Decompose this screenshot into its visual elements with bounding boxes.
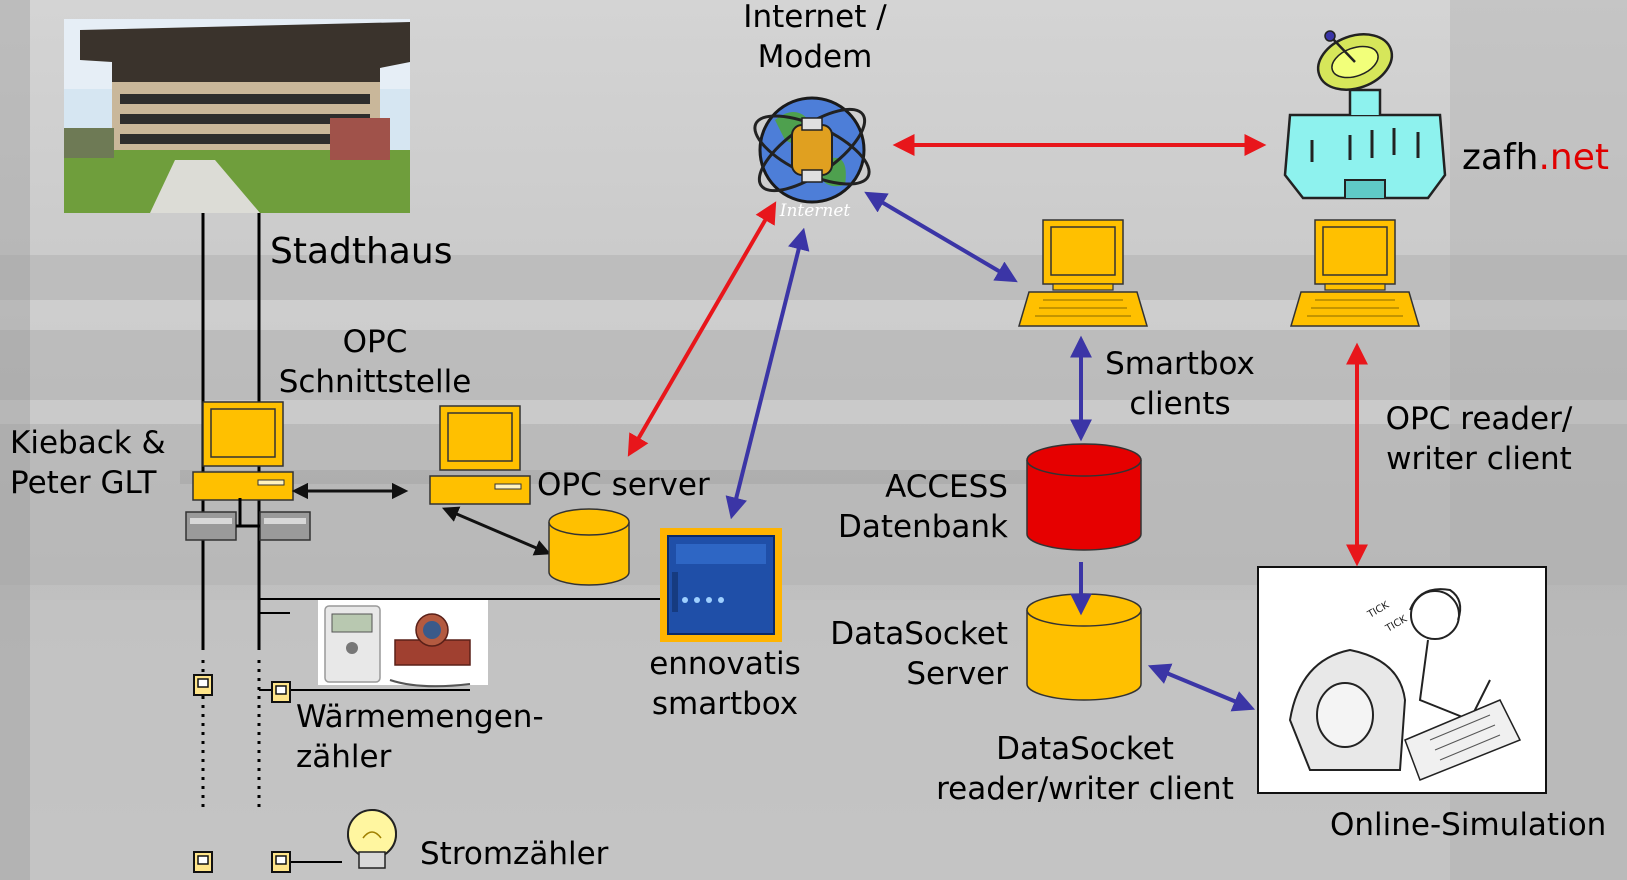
smartbox-clients-label: Smartbox clients bbox=[1105, 346, 1255, 422]
arrow-opc-db bbox=[441, 506, 552, 556]
datasocket-client-label: DataSocket reader/writer client bbox=[936, 731, 1234, 807]
meter-terminal-left-2 bbox=[193, 851, 213, 873]
access-db-label: ACCESS Datenbank bbox=[837, 469, 1008, 545]
internet-globe-text: Internet bbox=[779, 201, 851, 221]
internet-globe-icon: Internet bbox=[753, 96, 871, 221]
opc-server-computer bbox=[429, 405, 531, 505]
kieback-peter-label: Kieback & Peter GLT bbox=[10, 425, 166, 501]
stadthaus-label: Stadthaus bbox=[270, 231, 453, 272]
arrow-internet-opc bbox=[627, 201, 777, 457]
heat-meter-photo bbox=[318, 600, 488, 688]
meter-terminal-left-1 bbox=[193, 674, 213, 696]
online-simulation-label: Online-Simulation bbox=[1330, 807, 1607, 843]
datasocket-server-icon bbox=[1026, 593, 1142, 701]
arrow-datasocket-simulation bbox=[1147, 663, 1256, 712]
network-switch-right bbox=[259, 511, 311, 541]
datasocket-server-label: DataSocket Server bbox=[830, 616, 1008, 692]
stadthaus-photo bbox=[64, 19, 410, 213]
opc-reader-writer-label: OPC reader/ writer client bbox=[1385, 401, 1573, 477]
arrow-internet-client bbox=[864, 191, 1018, 283]
network-switch-left bbox=[185, 511, 237, 541]
smartbox-client-computer bbox=[1018, 219, 1148, 327]
zafh-building-icon bbox=[1283, 30, 1447, 200]
zafh-computer bbox=[1290, 219, 1420, 327]
opc-server-label: OPC server bbox=[537, 467, 710, 503]
stromzaehler-label: Stromzähler bbox=[420, 836, 609, 872]
opc-schnittstelle-label: OPC Schnittstelle bbox=[278, 324, 472, 400]
light-bulb-icon bbox=[347, 809, 398, 869]
meter-terminal-right-1 bbox=[271, 681, 291, 703]
arrow-internet-smartbox bbox=[725, 227, 810, 520]
waermemengenzaehler-label: Wärmemengen- zähler bbox=[296, 699, 544, 775]
ennovatis-smartbox-label: ennovatis smartbox bbox=[649, 646, 801, 722]
zafh-net-label: zafh.net bbox=[1462, 137, 1609, 178]
smartbox-device bbox=[660, 528, 782, 642]
access-database-icon bbox=[1026, 443, 1142, 551]
internet-modem-label: Internet / Modem bbox=[743, 0, 887, 75]
online-simulation-sketch: TICK TICK bbox=[1257, 566, 1547, 794]
opc-database-icon bbox=[548, 508, 630, 586]
glt-computer bbox=[192, 401, 294, 501]
meter-terminal-right-2 bbox=[271, 851, 291, 873]
